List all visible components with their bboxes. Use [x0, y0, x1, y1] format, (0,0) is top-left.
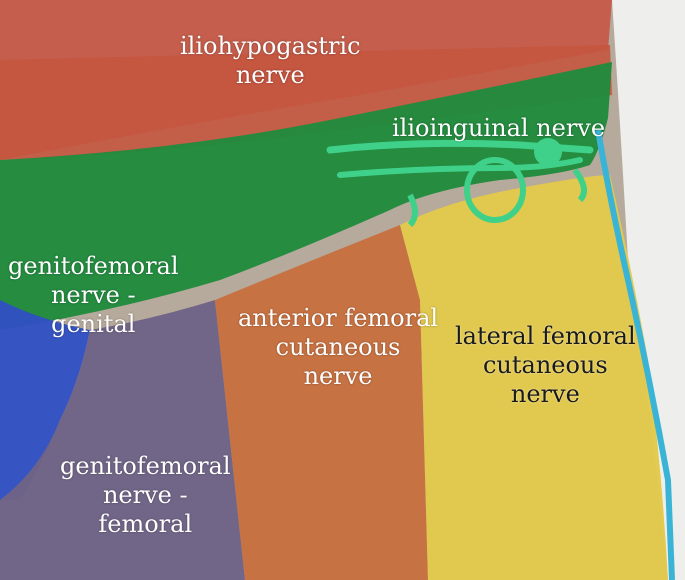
- label-line: femoral: [98, 510, 193, 538]
- bikini-cord: [326, 139, 594, 154]
- label-line: nerve: [303, 362, 373, 390]
- bikini-tail-2: [572, 168, 587, 203]
- label-iliohypogastric-nerve: iliohypogastric nerve: [180, 32, 361, 90]
- region-lateral-femoral-cutaneous: [400, 175, 668, 580]
- label-line: genital: [51, 310, 136, 338]
- region-ilioinguinal: [0, 62, 612, 330]
- label-genitofemoral-femoral: genitofemoral nerve - femoral: [60, 452, 231, 539]
- label-line: ilioinguinal nerve: [392, 114, 606, 142]
- region-iliohypogastric-lower: [0, 45, 612, 160]
- label-line: anterior femoral: [238, 304, 439, 332]
- label-line: nerve -: [102, 481, 188, 509]
- label-line: nerve: [235, 61, 305, 89]
- region-genitofemoral-femoral: [0, 300, 245, 580]
- bikini-loop: [464, 157, 526, 223]
- bikini-knot: [534, 138, 562, 166]
- label-line: nerve: [510, 380, 580, 408]
- label-genitofemoral-genital: genitofemoral nerve - genital: [8, 252, 179, 339]
- label-line: cutaneous: [482, 351, 608, 379]
- label-line: cutaneous: [275, 333, 401, 361]
- bikini-tail: [407, 193, 418, 228]
- label-line: lateral femoral: [455, 322, 636, 350]
- label-line: nerve -: [50, 281, 136, 309]
- label-anterior-femoral-cutaneous: anterior femoral cutaneous nerve: [238, 304, 438, 391]
- label-line: genitofemoral: [60, 452, 231, 480]
- region-anterior-femoral-cutaneous: [215, 225, 428, 580]
- label-ilioinguinal-nerve: ilioinguinal nerve: [392, 114, 605, 143]
- cyan-cord: [595, 129, 675, 580]
- label-line: iliohypogastric: [180, 32, 361, 60]
- region-genitofemoral-genital: [0, 300, 90, 500]
- label-line: genitofemoral: [8, 252, 179, 280]
- label-lateral-femoral-cutaneous: lateral femoral cutaneous nerve: [455, 322, 636, 409]
